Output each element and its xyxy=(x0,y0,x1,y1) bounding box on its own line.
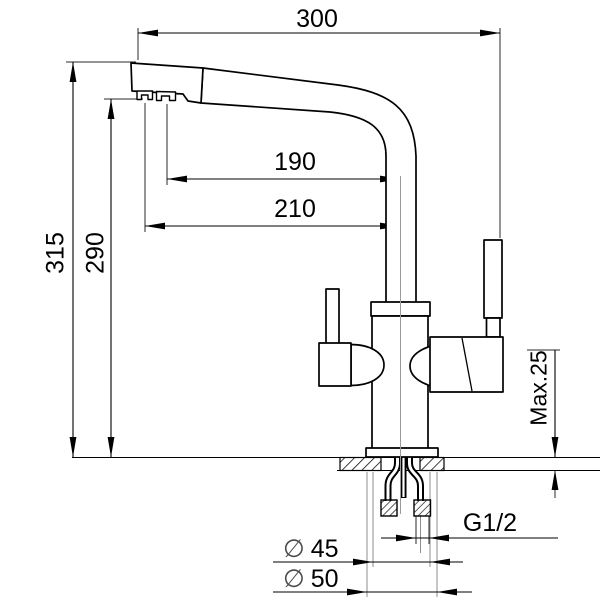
left-handle-boss xyxy=(350,343,385,387)
dim-label-overall-width: 300 xyxy=(296,5,338,33)
extension-lines xyxy=(66,28,560,544)
right-handle-body-ring xyxy=(461,337,473,392)
diameter-value: 50 xyxy=(310,565,339,593)
left-handle-body xyxy=(318,342,352,387)
dim-label-spout-height: 290 xyxy=(81,232,110,274)
spout-aerator-tab-1 xyxy=(136,90,154,101)
diameter-value: 45 xyxy=(310,535,339,563)
spout-tube xyxy=(200,67,417,304)
faucet-outline xyxy=(130,62,504,458)
dim-label-spout-upper-reach: 190 xyxy=(274,148,316,176)
dim-label-spout-lower-reach: 210 xyxy=(274,195,316,223)
hose-connector-right xyxy=(413,499,432,517)
supply-hoses xyxy=(380,457,432,517)
base-flange xyxy=(365,447,439,458)
diameter-symbol: ∅ xyxy=(283,564,305,593)
dim-label-thread-size: G1/2 xyxy=(462,509,518,537)
left-handle-lever xyxy=(325,288,340,345)
dim-label-overall-height: 315 xyxy=(41,232,70,274)
dim-label-max-deck-thickness: Max.25 xyxy=(525,350,552,426)
diameter-extension-lines xyxy=(366,472,438,597)
countertop-hatch-left xyxy=(339,456,382,472)
right-handle-neck xyxy=(485,317,501,338)
dimension-arrowheads xyxy=(69,29,559,596)
spout-head xyxy=(130,62,204,104)
countertop-hatch-right xyxy=(419,456,445,472)
right-handle-lever xyxy=(483,239,503,319)
dim-label-base-diameter: ∅50 xyxy=(283,566,339,592)
diameter-symbol: ∅ xyxy=(283,534,305,563)
spout-aerator-tab-2 xyxy=(155,90,177,102)
countertop-section xyxy=(72,456,600,472)
hose-connector-left xyxy=(380,499,398,517)
dim-label-body-diameter: ∅45 xyxy=(283,536,339,562)
